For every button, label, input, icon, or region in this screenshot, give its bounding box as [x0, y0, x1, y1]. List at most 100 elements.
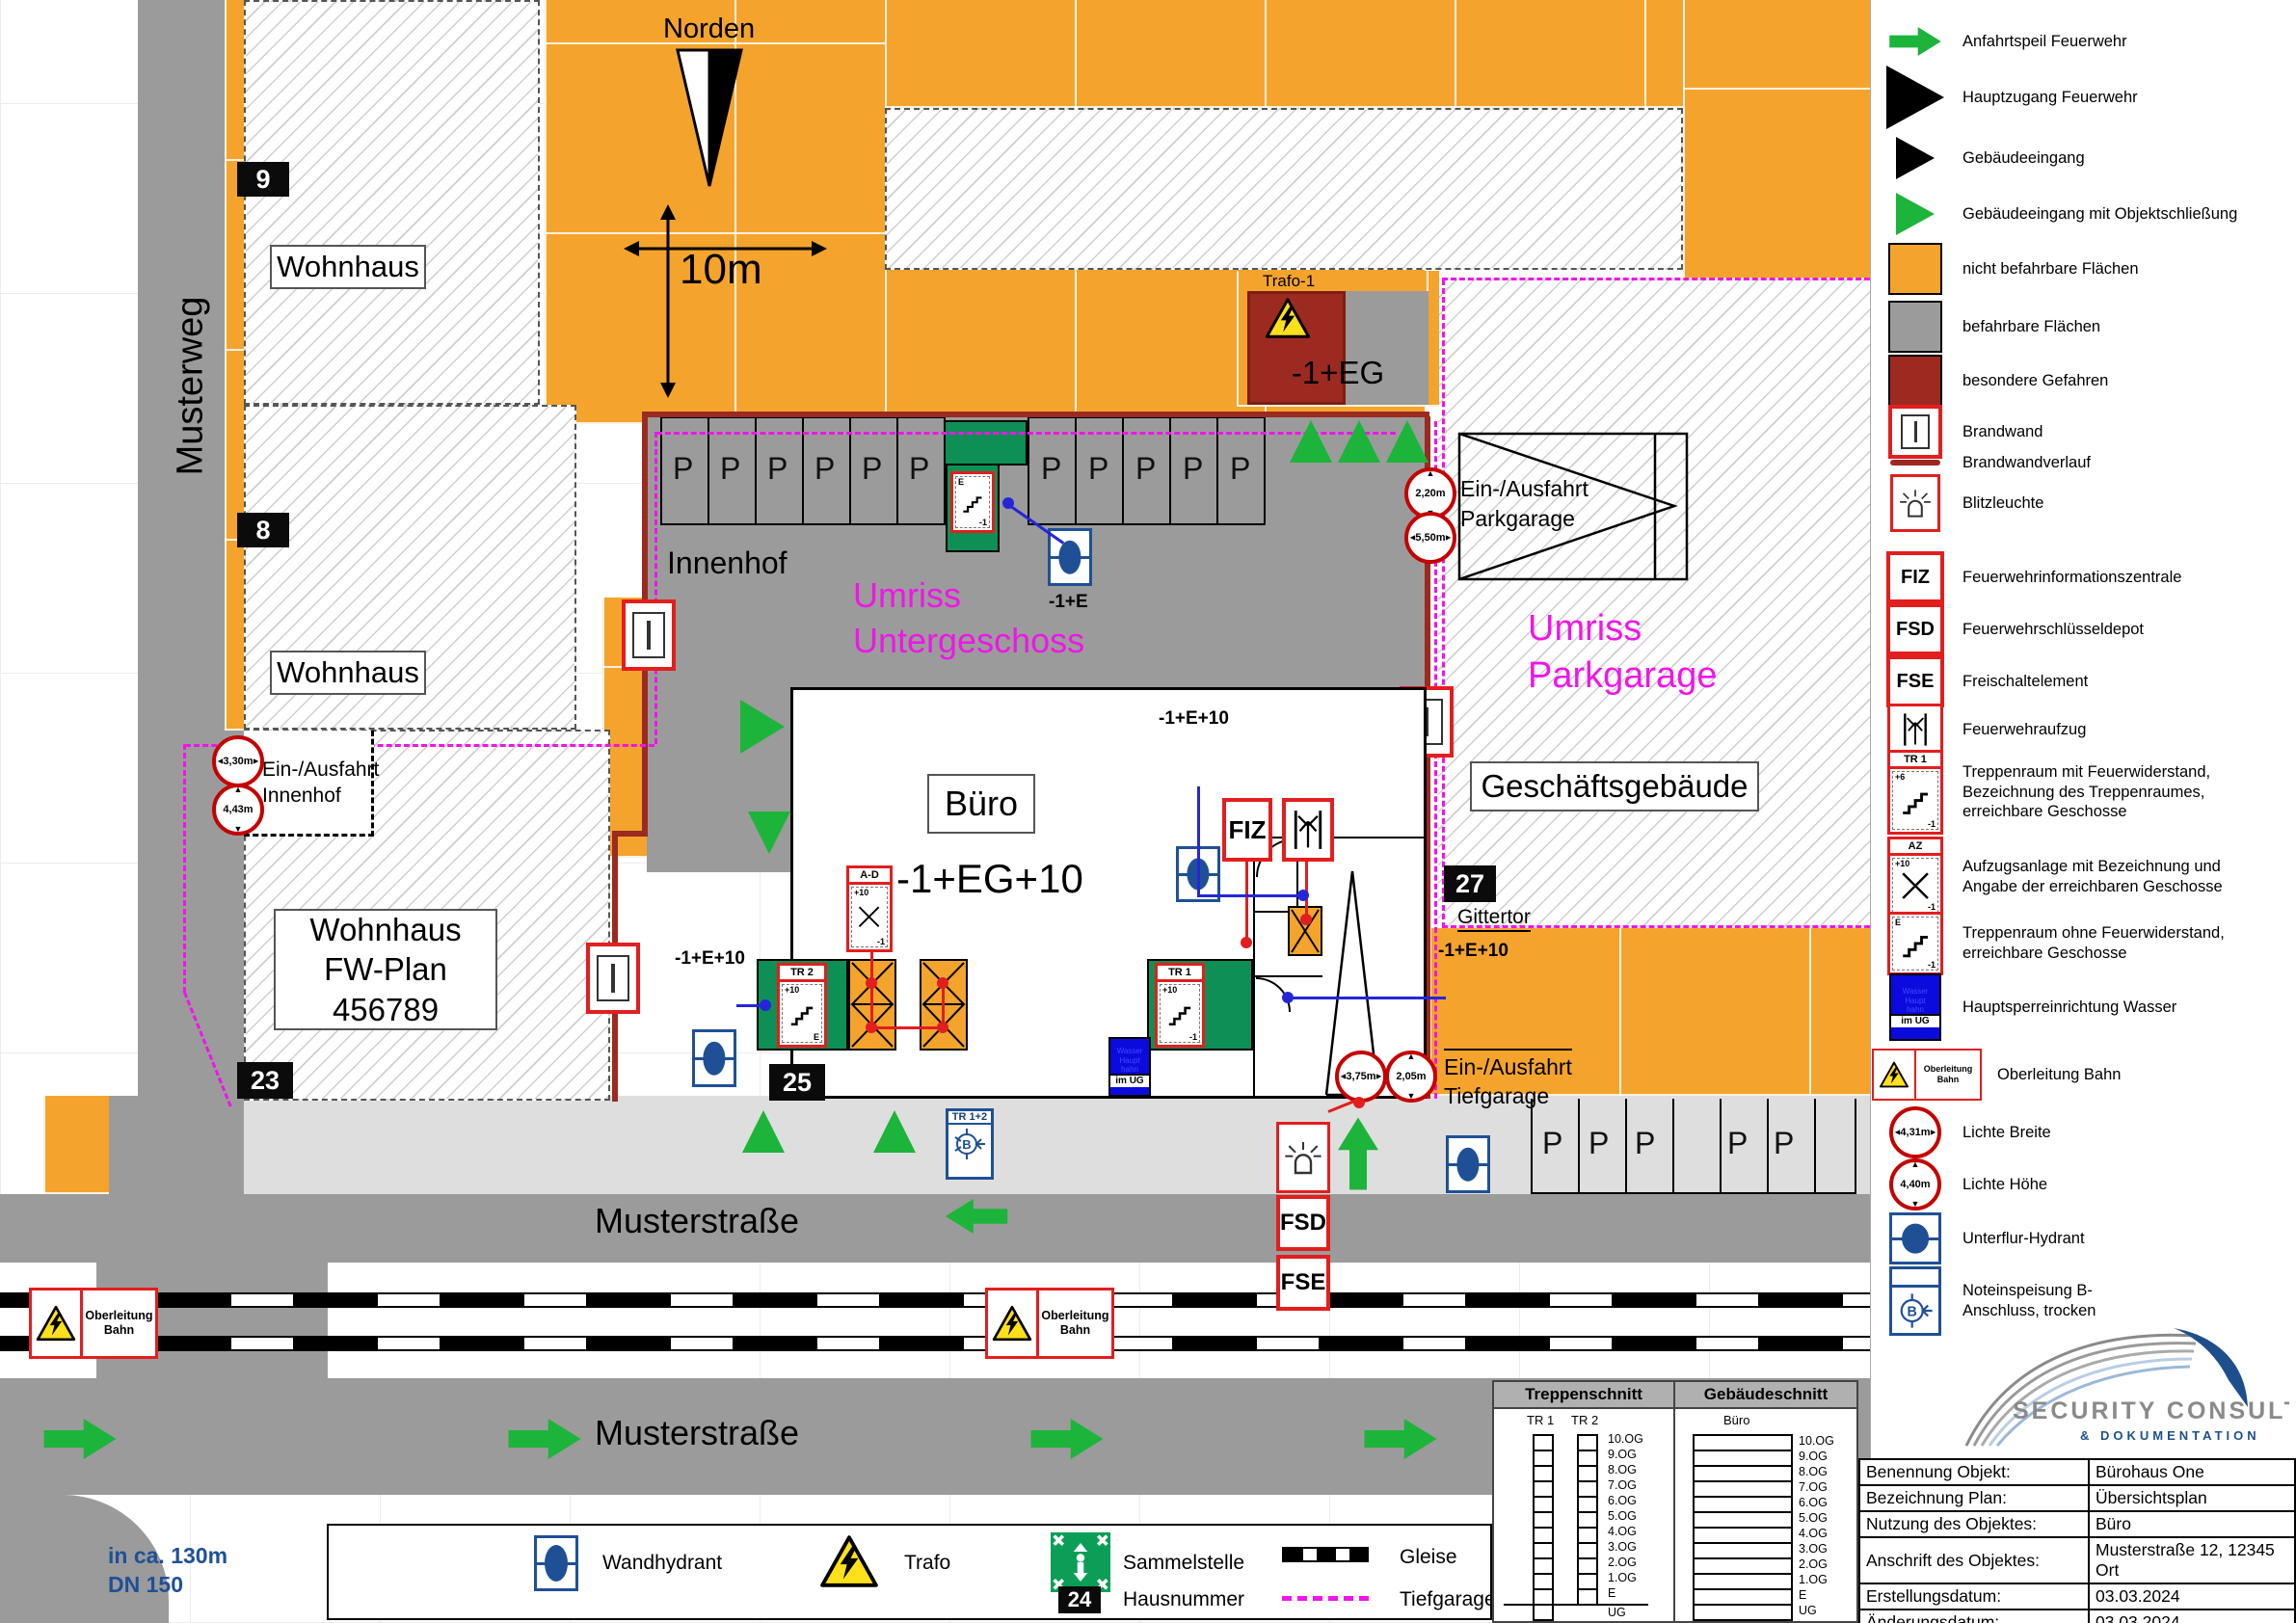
road2-label: Musterstraße: [595, 1413, 800, 1452]
ts-tr1-label: TR 1: [1527, 1413, 1555, 1427]
clearance-width-parkgarage: 5,50m ◄►: [1404, 512, 1456, 564]
hydrant-label: -1+E+10: [675, 948, 745, 969]
high-voltage-icon: [988, 1290, 1039, 1356]
tram-track-1: [0, 1292, 1870, 1308]
floor-label: 8.OG: [1799, 1465, 1828, 1478]
ts-tr2-label: TR 2: [1571, 1413, 1599, 1427]
alarm-dot: [937, 977, 948, 989]
entrance-objektschliessung-icon: [873, 1110, 916, 1153]
hausnummer-label: Hausnummer: [1123, 1588, 1245, 1610]
floor-label: 3.OG: [1608, 1540, 1637, 1554]
parking-p: P: [814, 451, 836, 486]
legend-row: Blitzleuchte: [1883, 474, 2279, 532]
legend-row: Hauptzugang Feuerwehr: [1883, 66, 2279, 129]
parkgarage-outline-west: [1442, 279, 1445, 928]
legend-row: besondere Gefahren: [1883, 355, 2279, 407]
floor-label: 7.OG: [1608, 1478, 1637, 1492]
drive-arrow-left-icon: [945, 1199, 1008, 1234]
tiefgarage-label: Tiefgarage: [1400, 1588, 1496, 1610]
wohnhaus2-label: Wohnhaus: [270, 651, 426, 695]
scale-label: 10m: [680, 246, 762, 293]
tiefgarage-outline: [654, 432, 657, 744]
wohnhaus1-label: Wohnhaus: [270, 245, 426, 289]
alarm-line: [870, 1026, 944, 1029]
treppenschnitt-title: Treppenschnitt: [1494, 1382, 1675, 1407]
interior-wall: [1253, 975, 1322, 977]
traffic-island-right: [328, 1263, 646, 1378]
sammelstelle-label: Sammelstelle: [1123, 1552, 1245, 1574]
legend-row: AZ +10-1 Aufzugsanlage mit Bezeichnung u…: [1883, 837, 2279, 918]
alarm-line: [1245, 862, 1248, 943]
legend-row: Anfahrtspeil Feuerwehr: [1883, 27, 2279, 56]
table-row: Anschrift des Objektes:Musterstraße 12, …: [1860, 1538, 2294, 1584]
building-buero: [790, 687, 1427, 1099]
floor-label: 4.OG: [1608, 1525, 1637, 1538]
hausnummer-icon: 24: [1058, 1586, 1101, 1613]
building-top-center: [885, 108, 1683, 270]
parkgarage-ramp-icon: [1457, 432, 1689, 581]
gittertor-label: Gittertor: [1457, 906, 1531, 932]
brandwand-icon: [586, 943, 640, 1014]
brandwand-line-top: [644, 412, 1429, 417]
tiefgarage-outline-east: [1434, 421, 1437, 1099]
hydrant-line: [1197, 786, 1200, 896]
brandwand-line-east: [1425, 416, 1430, 1099]
interior-wall: [1253, 837, 1427, 838]
orange-bottom-right: [1429, 928, 1870, 1096]
floor-label: 5.OG: [1799, 1511, 1828, 1525]
trafo-gray-box: [1346, 291, 1428, 405]
gleise-label: Gleise: [1400, 1546, 1457, 1568]
tiefgarage-outline: [656, 432, 1396, 435]
alarm-dot: [866, 1022, 877, 1033]
floor-label: 9.OG: [1799, 1450, 1828, 1463]
hydrant-label: -1+E: [1049, 592, 1088, 612]
parking-p: P: [1183, 451, 1204, 486]
elevator-ad-icon: A-D +10 -1: [846, 865, 893, 952]
parking-p: P: [767, 451, 788, 486]
street-label: Musterweg: [170, 296, 211, 475]
parking-p: P: [862, 451, 883, 486]
parking-p: P: [1542, 1126, 1563, 1160]
legend-row: E-1 Treppenraum ohne Feuerwiderstand, er…: [1883, 912, 2279, 975]
alarm-dot: [937, 1022, 948, 1033]
tiefgarage-icon: [1282, 1596, 1369, 1601]
buero-label: Büro: [927, 774, 1035, 834]
north-arrow-icon: [676, 48, 743, 187]
innenhof-entrance-area: [244, 731, 374, 837]
legend-row: TR 1 +6-1 Treppenraum mit Feuerwiderstan…: [1883, 750, 2279, 835]
parking-stalls-bottom: [1531, 1099, 1856, 1194]
legend-row: Gebäudeeingang: [1883, 137, 2279, 179]
entrance-objektschliessung-icon: [1338, 420, 1380, 463]
floor-label: E: [1608, 1586, 1616, 1600]
legend-row: Brandwand: [1883, 405, 2279, 459]
legend-row: Brandwandverlauf: [1883, 453, 2279, 473]
floor-label: UG: [1608, 1606, 1626, 1619]
blitzleuchte-icon: [1276, 1122, 1330, 1193]
clearance-height-innenhof: 4,43m ▲▼: [212, 784, 264, 836]
floor-label: 1.OG: [1799, 1573, 1828, 1586]
hydrant-label: -1+E+10: [1159, 708, 1229, 729]
svg-text:SECURITY CONSULT: SECURITY CONSULT: [2013, 1397, 2289, 1424]
parking-p: P: [720, 451, 741, 486]
stair-icon-tr2: TR 2 +10 E: [777, 963, 827, 1048]
clearance-width-tiefgarage: 3,75m ◄►: [1335, 1051, 1387, 1103]
hydrant-dot: [1282, 992, 1294, 1003]
hydrant-icon: [1446, 1135, 1490, 1193]
hydrant-line: [1287, 997, 1446, 999]
alarm-dot: [1241, 937, 1252, 948]
area-parkgarage: [1438, 279, 1870, 928]
stair-area-green: [944, 420, 1028, 466]
floor-label: 2.OG: [1799, 1557, 1828, 1571]
floor-label: 10.OG: [1799, 1434, 1834, 1448]
parking-p: P: [1727, 1126, 1749, 1160]
parkgarage-outline-bottom: [1442, 925, 1870, 928]
table-row: Nutzung des Objektes:Büro: [1860, 1512, 2294, 1538]
trafo-legend-icon: [820, 1535, 878, 1587]
